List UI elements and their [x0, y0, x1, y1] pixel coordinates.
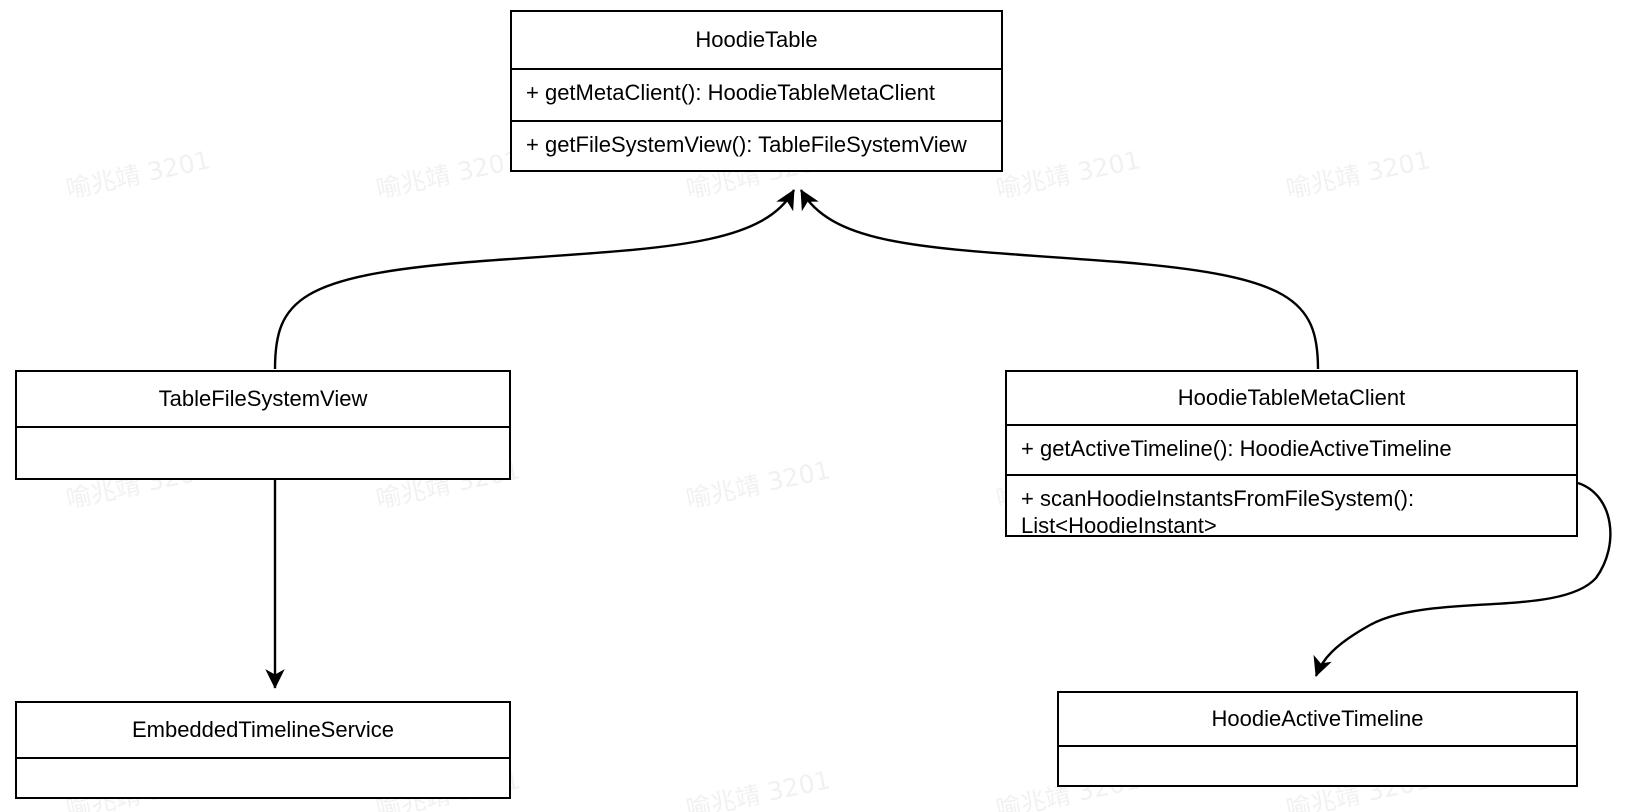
class-box-table-file-system-view[interactable]: TableFileSystemView: [15, 370, 511, 480]
watermark-tile: 喻兆靖 3201: [683, 765, 833, 812]
class-member: + getFileSystemView(): TableFileSystemVi…: [512, 120, 1001, 170]
class-box-hoodie-table[interactable]: HoodieTable + getMetaClient(): HoodieTab…: [510, 10, 1003, 172]
relation-hoodietablemetaclient-to-hoodietable: [799, 189, 1320, 370]
relation-tablefilesystemview-to-hoodietable: [273, 189, 796, 370]
watermark-tile: 喻兆靖 3201: [1283, 145, 1433, 205]
watermark-tile: 喻兆靖 3201: [63, 145, 213, 205]
class-box-hoodie-table-meta-client[interactable]: HoodieTableMetaClient + getActiveTimelin…: [1005, 370, 1578, 538]
class-name-embedded-timeline-service: EmbeddedTimelineService: [131, 717, 395, 742]
class-members-hoodie-active-timeline: [1059, 745, 1576, 785]
watermark-tile: 喻兆靖 3201: [993, 145, 1143, 205]
class-name-hoodie-table: HoodieTable: [695, 27, 818, 52]
class-box-embedded-timeline-service[interactable]: EmbeddedTimelineService: [15, 701, 511, 799]
class-box-hoodie-active-timeline[interactable]: HoodieActiveTimeline: [1057, 691, 1578, 787]
class-member: + getMetaClient(): HoodieTableMetaClient: [526, 80, 936, 105]
class-member: + getActiveTimeline(): HoodieActiveTimel…: [1021, 436, 1452, 461]
class-name-hoodie-active-timeline: HoodieActiveTimeline: [1211, 706, 1424, 731]
class-member: + scanHoodieInstantsFromFileSystem(): Li…: [1007, 474, 1576, 538]
watermark-tile: 喻兆靖 3201: [683, 455, 833, 515]
class-name-hoodie-table-meta-client: HoodieTableMetaClient: [1177, 385, 1406, 410]
class-members-table-file-system-view: [17, 426, 509, 478]
watermark-tile: 喻兆靖 3201: [373, 145, 523, 205]
class-members-hoodie-table: + getMetaClient(): HoodieTableMetaClient…: [512, 68, 1001, 170]
class-members-embedded-timeline-service: [17, 757, 509, 797]
class-members-hoodie-table-meta-client: + getActiveTimeline(): HoodieActiveTimel…: [1007, 424, 1576, 538]
class-name-table-file-system-view: TableFileSystemView: [158, 386, 368, 411]
